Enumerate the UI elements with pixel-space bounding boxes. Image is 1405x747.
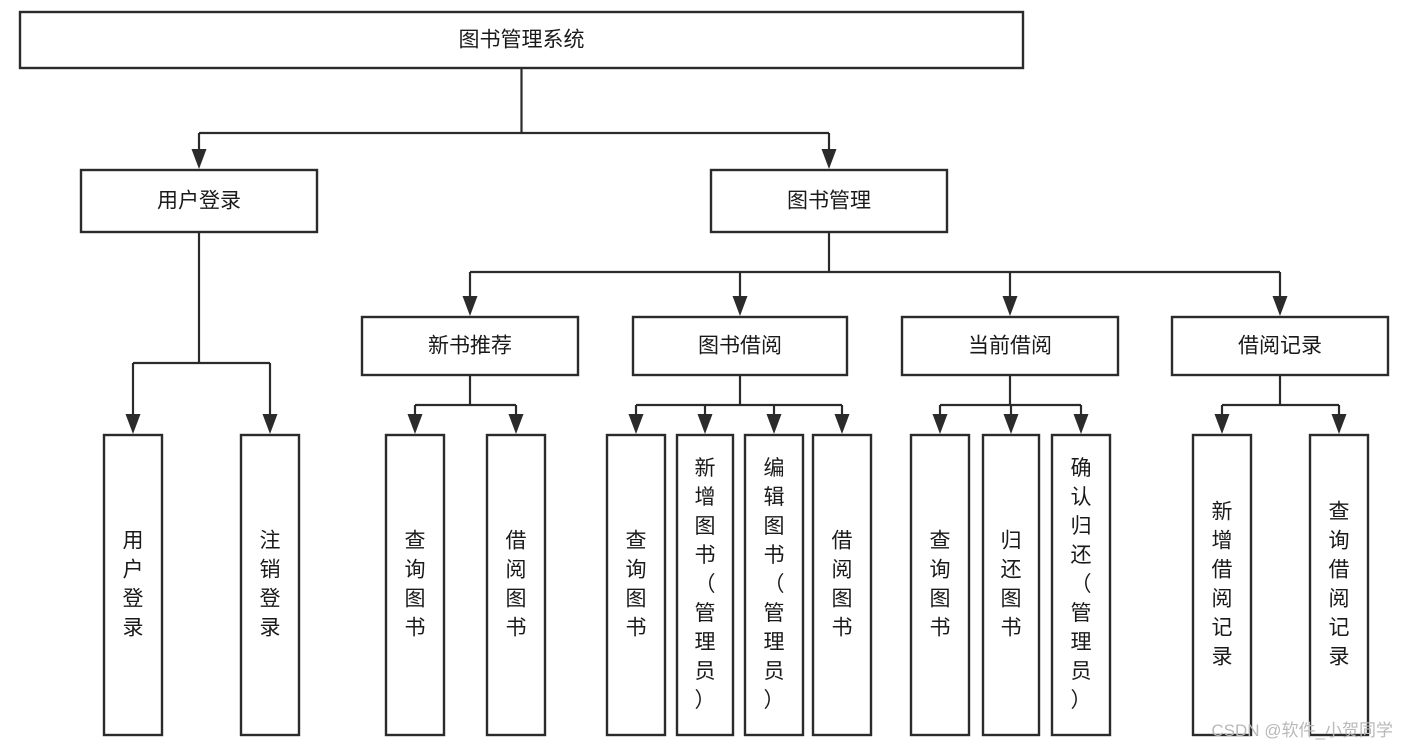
node-box[interactable] xyxy=(811,433,873,737)
node-layer: 图书管理系统用户登录图书管理新书推荐图书借阅当前借阅借阅记录用户登录注销登录查询… xyxy=(18,10,1390,737)
arrow-head-icon xyxy=(1003,414,1019,434)
arrow-head-icon xyxy=(125,414,141,434)
node-box[interactable] xyxy=(239,433,301,737)
arrow-head-icon xyxy=(821,149,837,169)
node-box[interactable] xyxy=(18,10,1025,70)
node-box[interactable] xyxy=(981,433,1041,737)
node-records[interactable]: 借阅记录 xyxy=(1170,315,1390,377)
node-leaf-borrow-edit[interactable]: 编辑图书（管理员） xyxy=(743,433,805,737)
node-bookmgmt[interactable]: 图书管理 xyxy=(709,168,949,234)
node-leaf-borrow-lend[interactable]: 借阅图书 xyxy=(811,433,873,737)
node-label: 借阅图书 xyxy=(506,529,527,639)
node-label: 新增图书（管理员） xyxy=(695,457,716,712)
node-label: 图书管理系统 xyxy=(459,29,585,52)
node-box[interactable] xyxy=(709,168,949,234)
node-current[interactable]: 当前借阅 xyxy=(900,315,1120,377)
arrow-head-icon xyxy=(766,414,782,434)
node-label: 查询图书 xyxy=(626,529,647,639)
arrow-head-icon xyxy=(191,149,207,169)
connector-layer xyxy=(125,68,1347,434)
arrow-head-icon xyxy=(697,414,713,434)
node-label: 查询借阅记录 xyxy=(1329,500,1350,668)
arrow-head-icon xyxy=(262,414,278,434)
node-label: 用户登录 xyxy=(123,529,144,639)
arrow-head-icon xyxy=(628,414,644,434)
node-newbook[interactable]: 新书推荐 xyxy=(360,315,580,377)
node-leaf-new-query[interactable]: 查询图书 xyxy=(384,433,446,737)
node-leaf-record-query[interactable]: 查询借阅记录 xyxy=(1308,433,1370,737)
node-label: 借阅记录 xyxy=(1238,335,1322,358)
node-root[interactable]: 图书管理系统 xyxy=(18,10,1025,70)
arrow-head-icon xyxy=(732,296,748,316)
node-label: 确认归还（管理员） xyxy=(1071,457,1092,712)
node-box[interactable] xyxy=(900,315,1120,377)
arrow-head-icon xyxy=(1214,414,1230,434)
node-leaf-current-confirm[interactable]: 确认归还（管理员） xyxy=(1050,433,1112,737)
node-label: 新书推荐 xyxy=(428,335,512,358)
node-box[interactable] xyxy=(675,433,735,737)
node-label: 查询图书 xyxy=(405,529,426,639)
node-leaf-current-return[interactable]: 归还图书 xyxy=(981,433,1041,737)
node-box[interactable] xyxy=(485,433,547,737)
node-label: 用户登录 xyxy=(157,190,241,213)
node-box[interactable] xyxy=(631,315,849,377)
node-label: 注销登录 xyxy=(260,529,281,639)
node-leaf-user-login[interactable]: 用户登录 xyxy=(102,433,164,737)
node-box[interactable] xyxy=(909,433,971,737)
node-label: 新增借阅记录 xyxy=(1212,500,1233,668)
arrow-head-icon xyxy=(1331,414,1347,434)
node-login[interactable]: 用户登录 xyxy=(79,168,319,234)
node-leaf-user-logout[interactable]: 注销登录 xyxy=(239,433,301,737)
arrow-head-icon xyxy=(834,414,850,434)
node-box[interactable] xyxy=(79,168,319,234)
arrow-head-icon xyxy=(462,296,478,316)
node-box[interactable] xyxy=(1050,433,1112,737)
node-box[interactable] xyxy=(360,315,580,377)
node-box[interactable] xyxy=(1308,433,1370,737)
arrow-head-icon xyxy=(1272,296,1288,316)
node-label: 查询图书 xyxy=(930,529,951,639)
node-leaf-borrow-query[interactable]: 查询图书 xyxy=(605,433,667,737)
node-box[interactable] xyxy=(605,433,667,737)
node-box[interactable] xyxy=(1170,315,1390,377)
node-box[interactable] xyxy=(743,433,805,737)
arrow-head-icon xyxy=(1073,414,1089,434)
node-label: 编辑图书（管理员） xyxy=(764,457,785,712)
node-box[interactable] xyxy=(102,433,164,737)
node-borrow[interactable]: 图书借阅 xyxy=(631,315,849,377)
node-label: 图书借阅 xyxy=(698,335,782,358)
node-label: 归还图书 xyxy=(1001,529,1022,639)
node-label: 当前借阅 xyxy=(968,335,1052,358)
arrow-head-icon xyxy=(1002,296,1018,316)
node-leaf-record-add[interactable]: 新增借阅记录 xyxy=(1191,433,1253,737)
node-leaf-current-query[interactable]: 查询图书 xyxy=(909,433,971,737)
node-leaf-borrow-add[interactable]: 新增图书（管理员） xyxy=(675,433,735,737)
node-label: 借阅图书 xyxy=(832,529,853,639)
node-leaf-new-borrow[interactable]: 借阅图书 xyxy=(485,433,547,737)
node-box[interactable] xyxy=(1191,433,1253,737)
arrow-head-icon xyxy=(508,414,524,434)
arrow-head-icon xyxy=(932,414,948,434)
arrow-head-icon xyxy=(407,414,423,434)
node-label: 图书管理 xyxy=(787,190,871,213)
node-box[interactable] xyxy=(384,433,446,737)
